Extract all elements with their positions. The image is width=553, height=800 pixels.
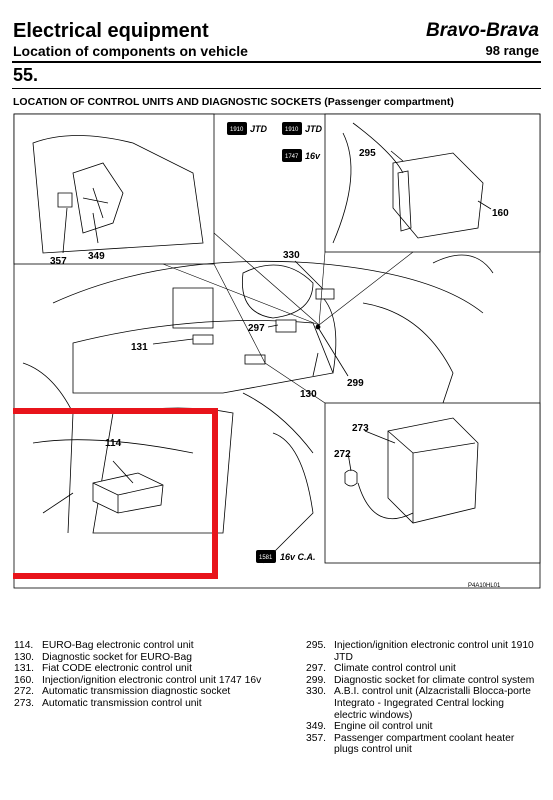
section-rule — [12, 88, 541, 89]
figure-code: P4A10HL01 — [468, 583, 501, 589]
inset-top-right — [324, 113, 541, 253]
legend-item: 299.Diagnostic socket for climate contro… — [306, 674, 535, 686]
figure-frame — [13, 113, 541, 589]
badge-1910-a-text: 1910 — [230, 127, 244, 133]
legend-item: 330.A.B.I. control unit (Alzacristalli B… — [306, 686, 531, 721]
legend-right: 295.Injection/ignition electronic contro… — [306, 640, 538, 756]
header-left: Electrical equipment Location of compone… — [13, 20, 248, 60]
callout-272: 272 — [334, 449, 351, 460]
header-right: Bravo-Brava 98 range — [426, 20, 539, 60]
model-name: Bravo-Brava — [426, 20, 539, 41]
callout-357: 357 — [50, 256, 67, 267]
badge-1581-text: 1581 — [259, 555, 273, 561]
legend-item: 295.Injection/ignition electronic contro… — [306, 640, 534, 663]
legend-left: 114.EURO-Bag electronic control unit 130… — [14, 640, 276, 710]
badge-suffix-jtd-a: JTD — [250, 124, 268, 134]
badge-1747-text: 1747 — [285, 154, 299, 160]
legend-item: 349.Engine oil control unit — [306, 721, 433, 733]
page-subtitle: Location of components on vehicle — [13, 43, 248, 59]
callout-299: 299 — [347, 378, 364, 389]
callout-273: 273 — [352, 423, 369, 434]
inset-top-left — [13, 113, 215, 265]
header-rule — [12, 61, 541, 63]
page-number: 55. — [13, 65, 39, 85]
inset-bottom-right — [324, 402, 541, 564]
legend-item: 130.Diagnostic socket for EURO-Bag — [14, 651, 192, 663]
highlight-box — [13, 408, 218, 579]
legend-item: 114.EURO-Bag electronic control unit — [14, 640, 194, 651]
callout-160: 160 — [492, 208, 509, 219]
callout-130: 130 — [300, 389, 317, 400]
badge-suffix-jtd-b: JTD — [305, 124, 323, 134]
badge-suffix-16v-ca: 16v C.A. — [280, 552, 316, 562]
page-title: Electrical equipment — [13, 20, 209, 42]
legend-item: 160.Injection/ignition electronic contro… — [14, 674, 262, 686]
badge-1581: 1581 — [256, 550, 276, 563]
legend-item: 272.Automatic transmission diagnostic so… — [14, 686, 231, 698]
callout-349: 349 — [88, 251, 105, 262]
badge-1747: 1747 — [282, 149, 302, 162]
legend-item: 131.Fiat CODE electronic control unit — [14, 663, 192, 675]
badge-1910-a: 1910 — [227, 122, 247, 135]
callout-295: 295 — [359, 148, 376, 159]
callout-114: 114 — [105, 438, 122, 449]
callout-297: 297 — [248, 323, 265, 334]
model-range: 98 range — [485, 43, 539, 58]
callout-330: 330 — [283, 250, 300, 261]
component-location-diagram: 1910 1910 1747 1581 JTD JTD 16v 16v C.A.… — [13, 113, 541, 589]
legend-item: 357.Passenger compartment coolant heater… — [306, 732, 515, 756]
section-heading: LOCATION OF CONTROL UNITS AND DIAGNOSTIC… — [13, 96, 454, 108]
callout-131: 131 — [131, 342, 148, 353]
badge-suffix-16v: 16v — [305, 151, 321, 161]
badge-1910-b: 1910 — [282, 122, 302, 135]
legend-item: 273.Automatic transmission control unit — [14, 697, 202, 709]
legend-item: 297.Climate control control unit — [306, 663, 456, 675]
badge-1910-b-text: 1910 — [285, 127, 299, 133]
